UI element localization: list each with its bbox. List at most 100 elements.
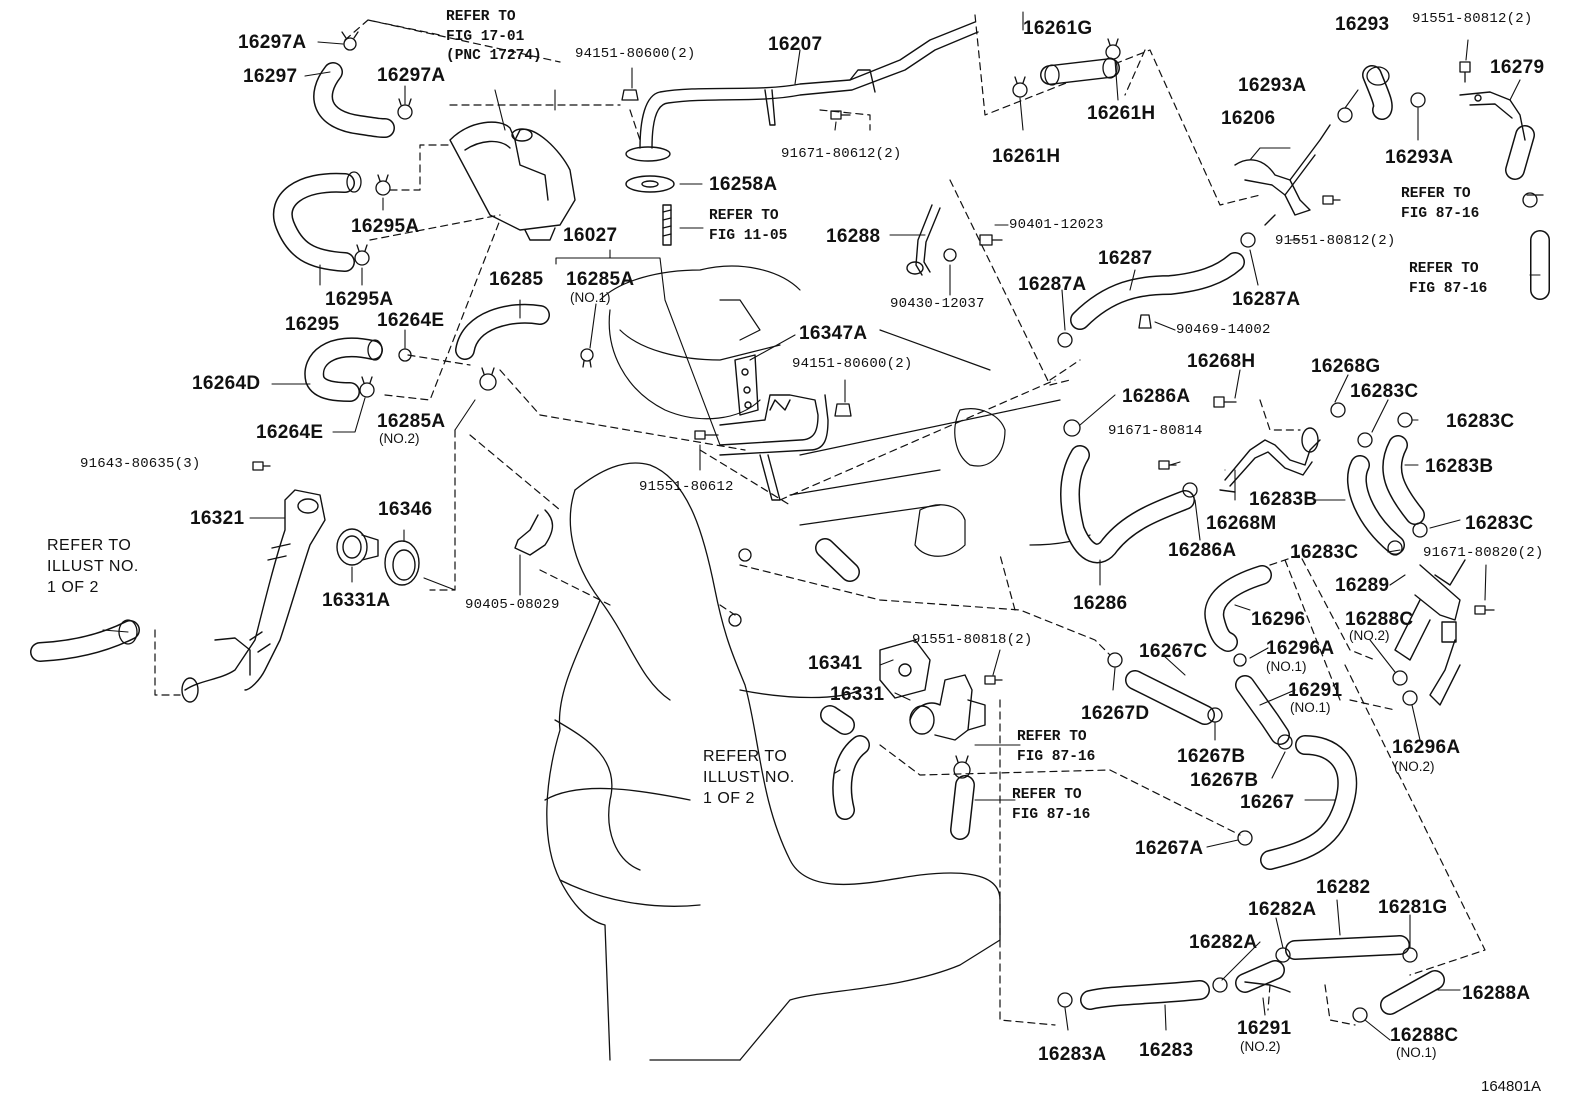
note-no1-16288C: (NO.1) [1396,1045,1437,1060]
callout-16321[interactable]: 16321 [190,508,245,529]
callout-16258A[interactable]: 16258A [709,174,778,195]
callout-16293A-left[interactable]: 16293A [1238,75,1307,96]
bolt-callout-91551-80818[interactable]: 91551-80818(2) [912,632,1033,648]
callout-16285[interactable]: 16285 [489,269,544,290]
callout-16346[interactable]: 16346 [378,499,433,520]
callout-16287A-right[interactable]: 16287A [1232,289,1301,310]
callout-16295A-upper[interactable]: 16295A [351,216,420,237]
callout-16264E-upper[interactable]: 16264E [377,310,445,331]
callout-16267[interactable]: 16267 [1240,792,1295,813]
callout-16288[interactable]: 16288 [826,226,881,247]
bolt-callout-94151-80600-mid[interactable]: 94151-80600(2) [792,356,913,372]
callout-16288C-no1[interactable]: 16288C [1390,1025,1459,1046]
callout-16283B-right[interactable]: 16283B [1425,456,1494,477]
callout-16268G[interactable]: 16268G [1311,356,1381,377]
callout-16267B-lower[interactable]: 16267B [1190,770,1259,791]
callout-16261G[interactable]: 16261G [1023,18,1093,39]
callout-16285A-no2[interactable]: 16285A [377,411,446,432]
callout-16288C-no2[interactable]: 16288C [1345,609,1414,630]
callout-16297[interactable]: 16297 [243,66,298,87]
callout-16295A-lower[interactable]: 16295A [325,289,394,310]
callout-16297A[interactable]: 16297A [377,65,446,86]
callout-16283C-d[interactable]: 16283C [1290,542,1359,563]
callout-16283C-a[interactable]: 16283C [1350,381,1419,402]
pipes-and-components [181,21,1526,993]
callout-16267D[interactable]: 16267D [1081,703,1150,724]
callout-16289[interactable]: 16289 [1335,575,1390,596]
callout-16297A-top[interactable]: 16297A [238,32,307,53]
reference-illust-1-of-2-center[interactable]: REFER TO ILLUST NO. 1 OF 2 [703,748,795,807]
callout-16285A-no1[interactable]: 16285A [566,269,635,290]
callout-16287A-left[interactable]: 16287A [1018,274,1087,295]
callout-16331A[interactable]: 16331A [322,590,391,611]
callout-16283B-left[interactable]: 16283B [1249,489,1318,510]
callout-16287[interactable]: 16287 [1098,248,1153,269]
bolt-callout-91671-80820[interactable]: 91671-80820(2) [1423,545,1544,561]
note-no1-16296A: (NO.1) [1266,659,1307,674]
callout-16282A-lower[interactable]: 16282A [1189,932,1258,953]
callout-16291-no2[interactable]: 16291 [1237,1018,1292,1039]
cylinder-head-outline [599,265,1091,557]
callout-16283C-b[interactable]: 16283C [1446,411,1515,432]
callout-16296A-no2[interactable]: 16296A [1392,737,1461,758]
note-no1-16285A: (NO.1) [570,290,611,305]
clamps-and-fasteners [252,31,1544,1023]
callout-16207[interactable]: 16207 [768,34,823,55]
callout-16283C-c[interactable]: 16283C [1465,513,1534,534]
callout-16293[interactable]: 16293 [1335,14,1390,35]
callout-16268M[interactable]: 16268M [1206,513,1277,534]
reference-fig-87-16-c[interactable]: REFER TO FIG 87-16 [1017,729,1096,765]
callout-16293A-right[interactable]: 16293A [1385,147,1454,168]
callout-16281G[interactable]: 16281G [1378,897,1448,918]
bolt-callout-94151-80600-top[interactable]: 94151-80600(2) [575,46,696,62]
reference-fig-11-05[interactable]: REFER TO FIG 11-05 [709,208,788,244]
callout-16267B-upper[interactable]: 16267B [1177,746,1246,767]
callout-16267A[interactable]: 16267A [1135,838,1204,859]
callout-16027[interactable]: 16027 [563,225,618,246]
callout-16296[interactable]: 16296 [1251,609,1306,630]
callout-16268H[interactable]: 16268H [1187,351,1256,372]
callout-16279[interactable]: 16279 [1490,57,1545,78]
callout-16282A-upper[interactable]: 16282A [1248,899,1317,920]
callout-16295[interactable]: 16295 [285,314,340,335]
callout-16288A[interactable]: 16288A [1462,983,1531,1004]
note-no2-16291: (NO.2) [1240,1039,1281,1054]
callout-16286A-lower[interactable]: 16286A [1168,540,1237,561]
reference-fig-87-16-a[interactable]: REFER TO FIG 87-16 [1401,186,1480,222]
callout-16261H-right[interactable]: 16261H [1087,103,1156,124]
bolt-callout-91643-80635[interactable]: 91643-80635(3) [80,456,201,472]
callout-16264D[interactable]: 16264D [192,373,261,394]
bolt-callout-91551-80612[interactable]: 91551-80612 [639,479,734,495]
engine-block [544,462,1001,1061]
bolt-callout-90401-12023[interactable]: 90401-12023 [1009,217,1104,233]
callout-16286[interactable]: 16286 [1073,593,1128,614]
reference-fig-87-16-b[interactable]: REFER TO FIG 87-16 [1409,261,1488,297]
bolt-callout-91551-80812-mid[interactable]: 91551-80812(2) [1275,233,1396,249]
callout-16286A-upper[interactable]: 16286A [1122,386,1191,407]
callout-16264E-lower[interactable]: 16264E [256,422,324,443]
callout-16347A[interactable]: 16347A [799,323,868,344]
bolt-callout-90469-14002[interactable]: 90469-14002 [1176,322,1271,338]
bolt-callout-91551-80812-top[interactable]: 91551-80812(2) [1412,11,1533,27]
bolt-callout-91671-80612[interactable]: 91671-80612(2) [781,146,902,162]
callout-16283[interactable]: 16283 [1139,1040,1194,1061]
callout-16267C[interactable]: 16267C [1139,641,1208,662]
reference-fig-17-01[interactable]: REFER TO FIG 17-01 (PNC 17274) [446,9,542,65]
callout-16206[interactable]: 16206 [1221,108,1276,129]
note-no2-16285A: (NO.2) [379,431,420,446]
bolt-callout-91671-80814[interactable]: 91671-80814 [1108,423,1203,439]
callout-16296A-no1[interactable]: 16296A [1266,638,1335,659]
bolt-callout-90430-12037[interactable]: 90430-12037 [890,296,985,312]
callout-16291-no1[interactable]: 16291 [1288,680,1343,701]
reference-illust-1-of-2-left[interactable]: REFER TO ILLUST NO. 1 OF 2 [47,537,139,596]
callout-16282[interactable]: 16282 [1316,877,1371,898]
bolt-callout-90405-08029[interactable]: 90405-08029 [465,597,560,613]
hoses [30,57,1550,1015]
reference-fig-87-16-d[interactable]: REFER TO FIG 87-16 [1012,787,1091,823]
callout-16331[interactable]: 16331 [830,684,885,705]
callout-16261H-left[interactable]: 16261H [992,146,1061,167]
callout-16341[interactable]: 16341 [808,653,863,674]
callout-16283A[interactable]: 16283A [1038,1044,1107,1065]
